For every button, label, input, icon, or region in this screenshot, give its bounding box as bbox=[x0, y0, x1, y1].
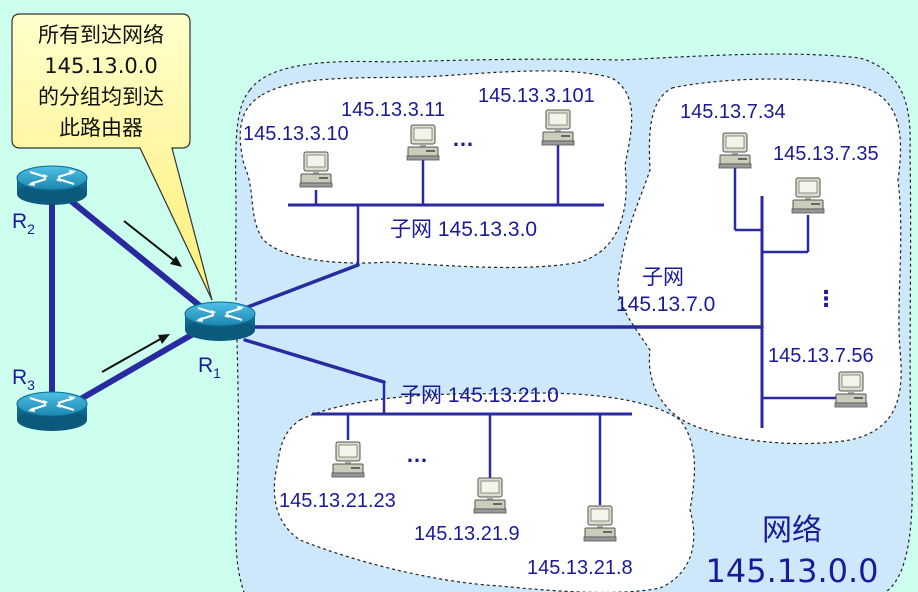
callout-box: 所有到达网络 145.13.0.0 的分组均到达 此路由器 bbox=[11, 13, 213, 301]
router-r1-sub: 1 bbox=[213, 365, 221, 381]
host-ip-label: 145.13.3.101 bbox=[478, 85, 595, 107]
subnet-3-cloud bbox=[239, 70, 633, 269]
router-r3-sub: 3 bbox=[27, 377, 35, 393]
host-ip-label: 145.13.21.9 bbox=[414, 523, 520, 545]
subnet-21-label: 子网 145.13.21.0 bbox=[400, 384, 559, 407]
svg-text:R2: R2 bbox=[12, 210, 35, 237]
ellipsis: ⋮ bbox=[815, 286, 837, 311]
host-ip-label: 145.13.21.23 bbox=[279, 490, 396, 512]
router-r2-icon bbox=[15, 164, 89, 207]
subnet-7-label-line2: 145.13.7.0 bbox=[616, 293, 715, 316]
callout-line-3: 的分组均到达 bbox=[38, 85, 164, 109]
router-r1-label: R bbox=[198, 354, 213, 377]
host-145-13-21-8-icon bbox=[583, 505, 617, 542]
callout-line-4: 此路由器 bbox=[59, 116, 143, 140]
host-145-13-7-56-icon bbox=[834, 371, 868, 408]
subnet-3-label: 子网 145.13.3.0 bbox=[390, 218, 537, 241]
svg-text:R3: R3 bbox=[12, 366, 35, 393]
router-r3-icon bbox=[15, 390, 89, 433]
router-r2-label: R bbox=[12, 210, 27, 233]
host-145-13-7-34-icon bbox=[718, 132, 752, 169]
callout-line-2: 145.13.0.0 bbox=[44, 54, 158, 78]
host-ip-label: 145.13.21.8 bbox=[527, 557, 633, 579]
router-r3-label: R bbox=[12, 366, 27, 389]
host-145-13-7-35-icon bbox=[791, 177, 825, 214]
host-ip-label: 145.13.3.10 bbox=[243, 123, 349, 145]
callout-line-1: 所有到达网络 bbox=[38, 23, 164, 47]
host-145-13-21-23-icon bbox=[331, 441, 365, 478]
host-145-13-3-11-icon bbox=[406, 124, 440, 161]
router-r2-sub: 2 bbox=[27, 221, 35, 237]
link-r2-r1 bbox=[57, 189, 203, 309]
svg-text:R1: R1 bbox=[198, 354, 221, 381]
host-ip-label: 145.13.3.11 bbox=[341, 99, 445, 121]
host-ip-label: 145.13.7.35 bbox=[773, 143, 879, 165]
host-145-13-3-101-icon bbox=[541, 109, 575, 146]
network-label-line1: 网络 bbox=[762, 513, 822, 548]
link-r1-subnet21 bbox=[243, 338, 386, 384]
network-label-line2: 145.13.0.0 bbox=[705, 552, 878, 590]
host-ip-label: 145.13.7.56 bbox=[768, 345, 874, 367]
subnet-7-cloud bbox=[617, 78, 902, 445]
ellipsis: … bbox=[406, 442, 428, 467]
router-r1-icon bbox=[183, 300, 257, 343]
link-r3-r1 bbox=[69, 327, 203, 407]
host-ip-label: 145.13.7.34 bbox=[680, 101, 786, 123]
host-145-13-21-9-icon bbox=[473, 477, 507, 514]
ellipsis: … bbox=[452, 126, 474, 151]
host-145-13-3-10-icon bbox=[299, 151, 333, 188]
link-r1-subnet3 bbox=[243, 263, 360, 310]
subnet-7-label-line1: 子网 bbox=[642, 266, 684, 289]
